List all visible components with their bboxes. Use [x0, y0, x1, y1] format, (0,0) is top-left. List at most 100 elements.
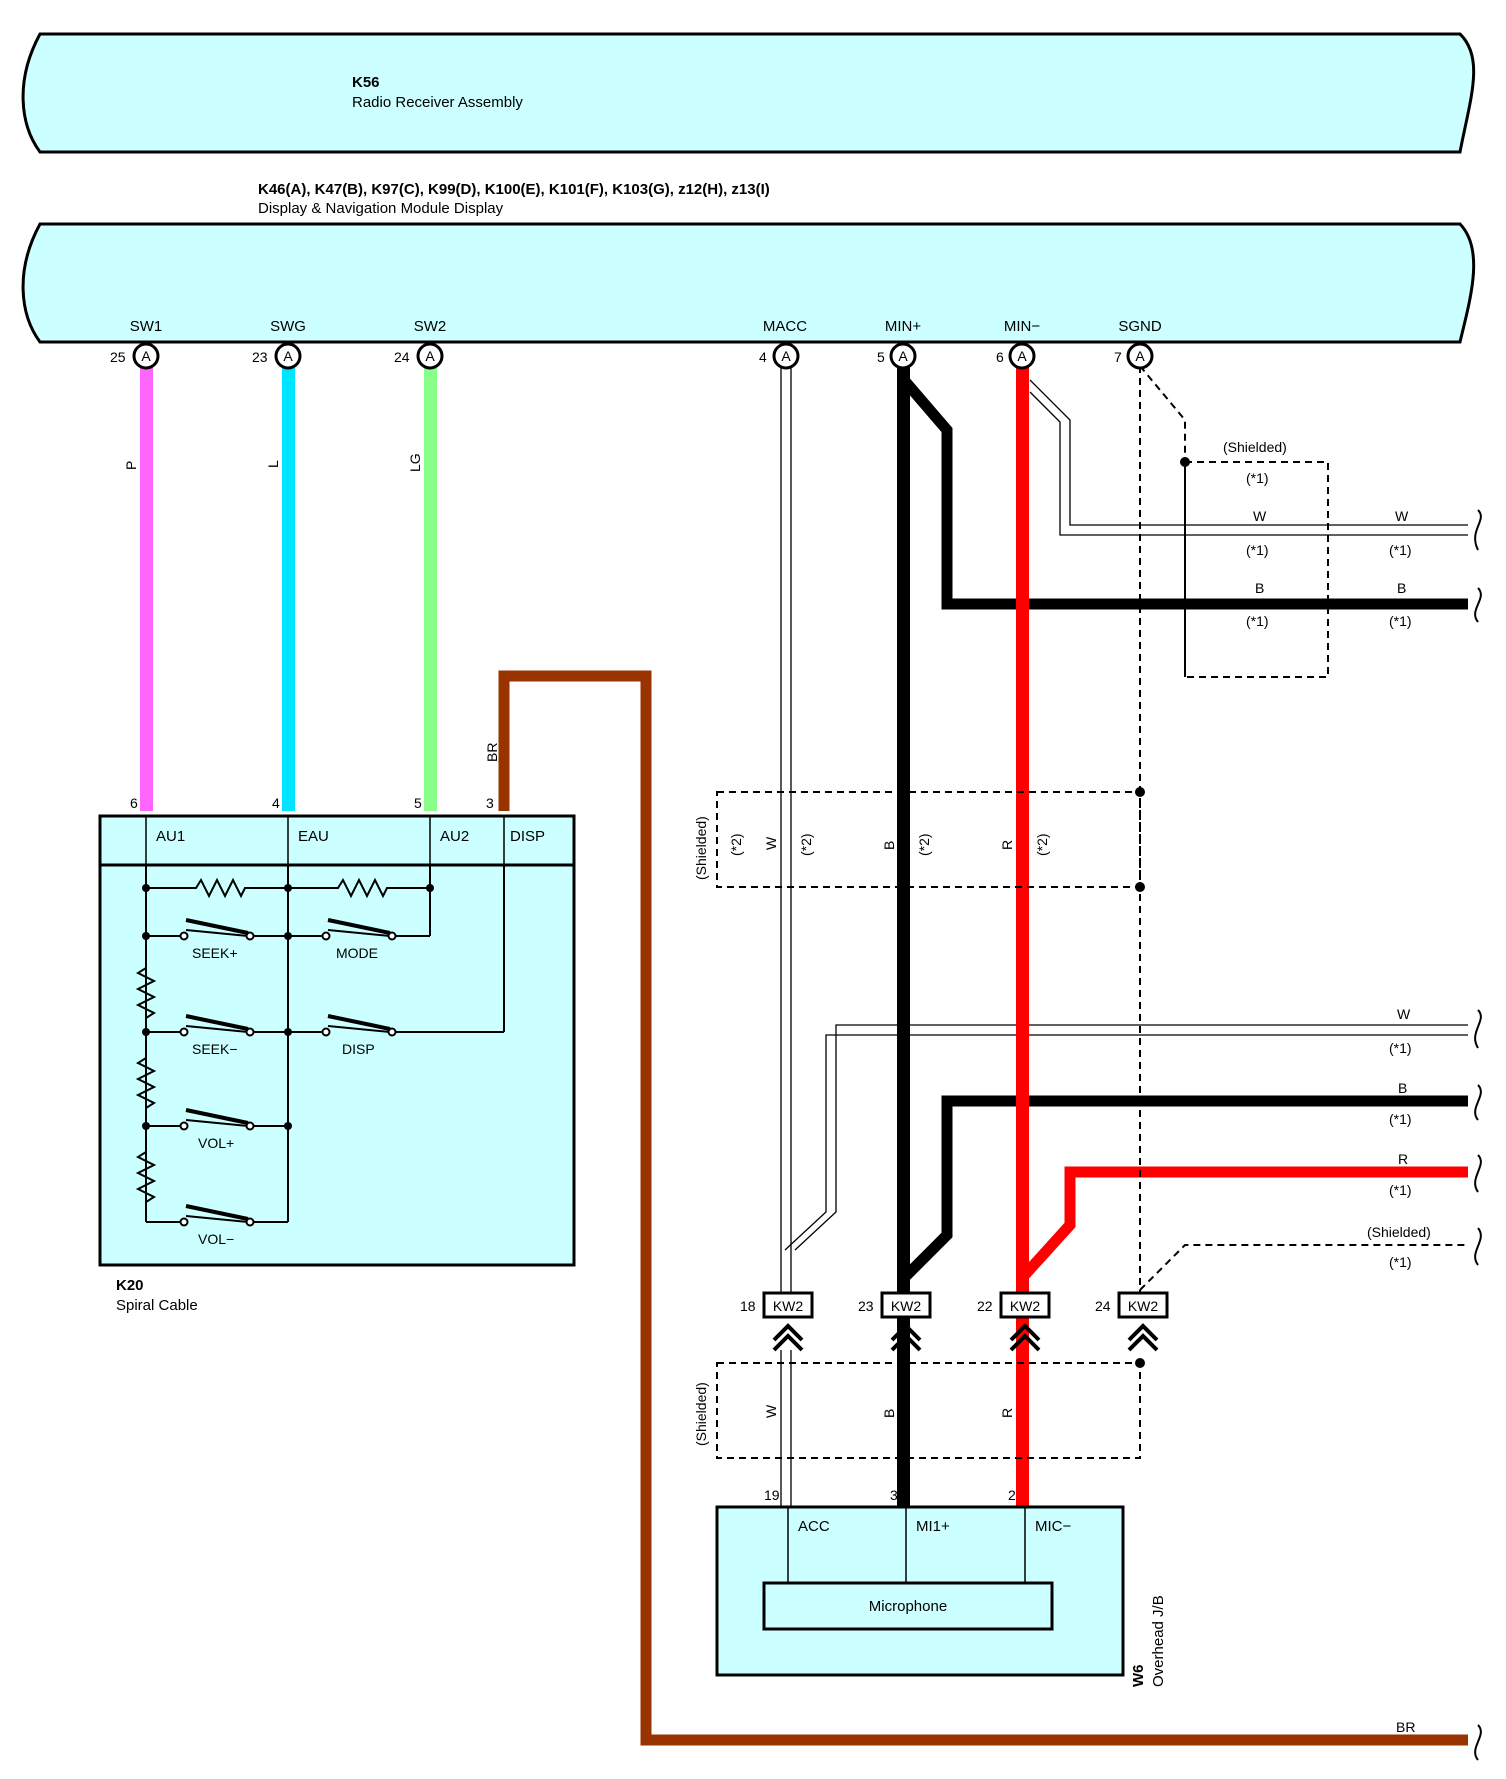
wire-label-w-a: W: [1253, 508, 1267, 524]
k20-box: [98, 814, 576, 1267]
w6-name: Overhead J/B: [1150, 1595, 1167, 1687]
terminal-min-plus: MIN+: [885, 318, 921, 335]
svg-text:A: A: [283, 348, 293, 364]
wire-r-main: [1016, 366, 1029, 1507]
wire-label-b-mid: B: [881, 841, 897, 850]
terminal-swg: SWG: [270, 318, 306, 335]
wire-label-b-low: B: [881, 1409, 897, 1418]
note-star1-f: (*1): [1389, 1040, 1412, 1056]
w6-terminals: ACC MI1+ MIC−: [798, 1518, 1071, 1535]
wire-label-w-b: W: [1395, 508, 1409, 524]
terminal-sw2: SW2: [414, 318, 447, 335]
note-star2-c: (*2): [916, 833, 932, 856]
right-lower-labels: W (*1) B (*1) R (*1) (Shielded) (*1): [1367, 1006, 1431, 1270]
svg-text:EAU: EAU: [298, 828, 329, 845]
terminal-min-minus: MIN−: [1004, 318, 1040, 335]
sgnd-shield-line-top: [1139, 365, 1186, 677]
pin-sgnd: 7 A: [1114, 342, 1154, 370]
svg-text:KW2: KW2: [1010, 1298, 1041, 1314]
k56-box: [21, 32, 1476, 154]
kw2-connectors: 18 KW2 23 KW2 22 KW2 24 KW2: [740, 1291, 1169, 1352]
shield-label-right: (Shielded): [1367, 1224, 1431, 1240]
k20-nodes: [142, 884, 434, 1130]
svg-text:6: 6: [130, 795, 138, 811]
wire-br: [498, 670, 1468, 1746]
pin-sw2: 24 A: [394, 342, 444, 370]
shield-box-lower: [716, 1362, 1141, 1459]
wire-label-w-low: W: [763, 1404, 779, 1418]
shield-label-top: (Shielded): [1223, 439, 1287, 455]
svg-text:4: 4: [272, 795, 280, 811]
terminal-sw1: SW1: [130, 318, 163, 335]
wire-b-branch-bottom: [900, 1095, 1468, 1282]
sgnd-shield-line-bottom: [1139, 1244, 1468, 1291]
note-star1-i: (*1): [1389, 1254, 1412, 1270]
svg-text:7: 7: [1114, 349, 1122, 365]
note-star1-b: (*1): [1246, 542, 1269, 558]
shield-box-top-right: [1184, 461, 1329, 678]
svg-text:KW2: KW2: [891, 1298, 922, 1314]
svg-text:24: 24: [394, 349, 410, 365]
wire-label-r-mid: R: [999, 840, 1015, 850]
wire-label-br-vertical: BR: [484, 743, 500, 762]
svg-text:5: 5: [414, 795, 422, 811]
k20-pins: 6 4 5 3: [130, 795, 494, 811]
display-terminal-labels: SW1 SWG SW2 MACC MIN+ MIN− SGND: [130, 318, 1162, 335]
svg-text:A: A: [1135, 348, 1145, 364]
note-star1-d: (*1): [1246, 613, 1269, 629]
svg-text:A: A: [141, 348, 151, 364]
wire-label-w-c: W: [1397, 1006, 1411, 1022]
svg-text:25: 25: [110, 349, 126, 365]
note-star2-b: (*2): [798, 833, 814, 856]
svg-text:AU2: AU2: [440, 828, 469, 845]
svg-text:A: A: [898, 348, 908, 364]
wire-label-l: L: [265, 460, 281, 468]
note-star2-d: (*2): [1034, 833, 1050, 856]
wire-b-branch-top: [899, 376, 1468, 610]
wire-label-r-c: R: [1398, 1151, 1408, 1167]
switch-seek-plus: SEEK+: [192, 945, 238, 961]
terminal-sgnd: SGND: [1118, 318, 1162, 335]
k20-switch-blades: [185, 918, 391, 1221]
k56-id: K56: [352, 74, 380, 91]
wire-label-w-mid: W: [763, 836, 779, 850]
w6-pins: 19 3 2: [764, 1487, 1016, 1503]
svg-text:DISP: DISP: [510, 828, 545, 845]
kw2-pin-18: 18 KW2: [740, 1291, 814, 1352]
svg-text:MI1+: MI1+: [916, 1518, 950, 1535]
svg-text:2: 2: [1008, 1487, 1016, 1503]
wire-b-main: [897, 366, 910, 1507]
kw2-pin-24: 24 KW2: [1095, 1291, 1169, 1352]
wire-label-br-end: BR: [1396, 1719, 1415, 1735]
wire-w-shield-branch: [1029, 379, 1468, 536]
w6-pin-dividers: [787, 1507, 1026, 1583]
terminal-macc: MACC: [763, 318, 807, 335]
svg-text:22: 22: [977, 1298, 993, 1314]
shield-middle-labels: (Shielded) (*2) W (*2) B (*2) R (*2): [693, 816, 1050, 880]
svg-text:5: 5: [877, 349, 885, 365]
display-box: [21, 222, 1476, 344]
pin-min-plus: 5 A: [877, 342, 917, 370]
svg-text:MIC−: MIC−: [1035, 1518, 1071, 1535]
wire-r-branch: [1017, 1166, 1468, 1282]
svg-text:KW2: KW2: [1128, 1298, 1159, 1314]
wire-w-macc: [780, 366, 1468, 1507]
switch-mode: MODE: [336, 945, 378, 961]
k20-name: Spiral Cable: [116, 1297, 198, 1314]
shield-box-middle: [716, 791, 1141, 888]
svg-text:6: 6: [996, 349, 1004, 365]
wire-l: [282, 366, 295, 811]
svg-text:KW2: KW2: [773, 1298, 804, 1314]
shield-label-lower: (Shielded): [693, 1382, 709, 1446]
svg-text:ACC: ACC: [798, 1518, 830, 1535]
svg-text:AU1: AU1: [156, 828, 185, 845]
kw2-pin-22: 22 KW2: [977, 1291, 1051, 1352]
w6-id: W6: [1130, 1665, 1147, 1688]
svg-text:A: A: [781, 348, 791, 364]
svg-text:A: A: [425, 348, 435, 364]
display-ids: K46(A), K47(B), K97(C), K99(D), K100(E),…: [258, 181, 770, 198]
shield-lower-labels: (Shielded) W B R: [693, 1382, 1015, 1446]
wire-label-b-a: B: [1255, 580, 1264, 596]
pin-macc: 4 A: [759, 342, 800, 370]
